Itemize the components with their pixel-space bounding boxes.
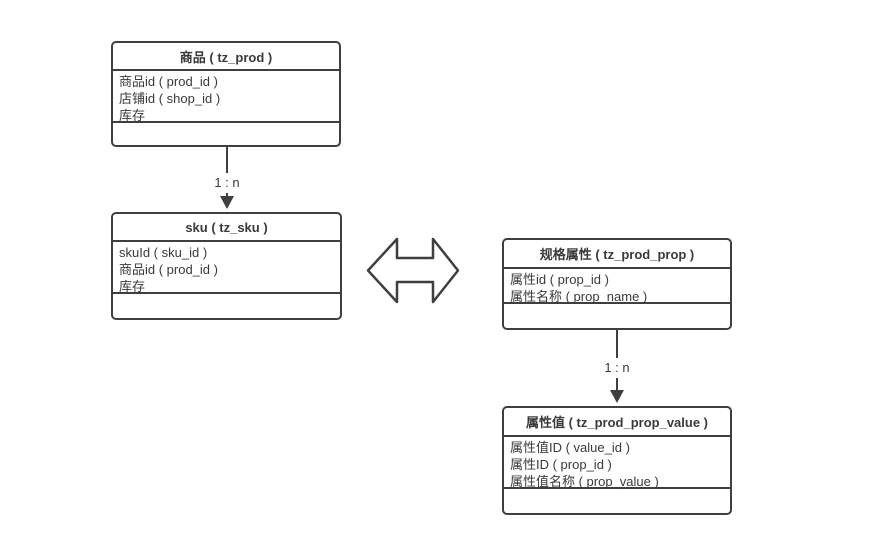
connector-line [226, 193, 228, 196]
entity-prod-prop-empty-section [504, 304, 730, 328]
entity-prod: 商品 ( tz_prod ) 商品id ( prod_id ) 店铺id ( s… [111, 41, 341, 147]
entity-field: skuId ( sku_id ) [119, 245, 208, 260]
entity-field: 属性值名称 ( prop_value ) [510, 474, 659, 489]
double-horizontal-arrow-icon [366, 237, 460, 304]
entity-prod-prop-value-empty-section [504, 489, 730, 513]
connector-line [616, 378, 618, 390]
entity-sku-title: sku ( tz_sku ) [113, 214, 340, 242]
entity-prod-prop-fields: 属性id ( prop_id ) 属性名称 ( prop_name ) [504, 269, 730, 304]
entity-field: 属性名称 ( prop_name ) [510, 289, 648, 304]
entity-field: 库存 [119, 108, 146, 123]
entity-prod-fields: 商品id ( prod_id ) 店铺id ( shop_id ) 库存 [113, 71, 339, 123]
connector-prod-sku: 1 : n [205, 147, 249, 209]
entity-field: 店铺id ( shop_id ) [119, 91, 221, 106]
connector-line [616, 330, 618, 358]
entity-sku: sku ( tz_sku ) skuId ( sku_id ) 商品id ( p… [111, 212, 342, 320]
entity-sku-empty-section [113, 294, 340, 318]
entity-prod-prop: 规格属性 ( tz_prod_prop ) 属性id ( prop_id ) 属… [502, 238, 732, 330]
entity-field: 属性值ID ( value_id ) [510, 440, 630, 455]
entity-sku-fields: skuId ( sku_id ) 商品id ( prod_id ) 库存 [113, 242, 340, 294]
entity-field: 属性ID ( prop_id ) [510, 457, 612, 472]
arrow-down-icon [220, 196, 234, 209]
connector-label: 1 : n [604, 360, 630, 375]
entity-prod-prop-title: 规格属性 ( tz_prod_prop ) [504, 240, 730, 269]
entity-field: 商品id ( prod_id ) [119, 74, 218, 89]
connector-line [226, 147, 228, 173]
entity-field: 库存 [119, 279, 146, 294]
connector-label: 1 : n [214, 175, 240, 190]
entity-field: 商品id ( prod_id ) [119, 262, 218, 277]
entity-prod-title: 商品 ( tz_prod ) [113, 43, 339, 71]
entity-prod-empty-section [113, 123, 339, 145]
entity-prod-prop-value-fields: 属性值ID ( value_id ) 属性ID ( prop_id ) 属性值名… [504, 437, 730, 489]
entity-field: 属性id ( prop_id ) [510, 272, 609, 287]
entity-prod-prop-value: 属性值 ( tz_prod_prop_value ) 属性值ID ( value… [502, 406, 732, 515]
entity-prod-prop-value-title: 属性值 ( tz_prod_prop_value ) [504, 408, 730, 437]
connector-prop-value: 1 : n [595, 330, 639, 403]
arrow-down-icon [610, 390, 624, 403]
